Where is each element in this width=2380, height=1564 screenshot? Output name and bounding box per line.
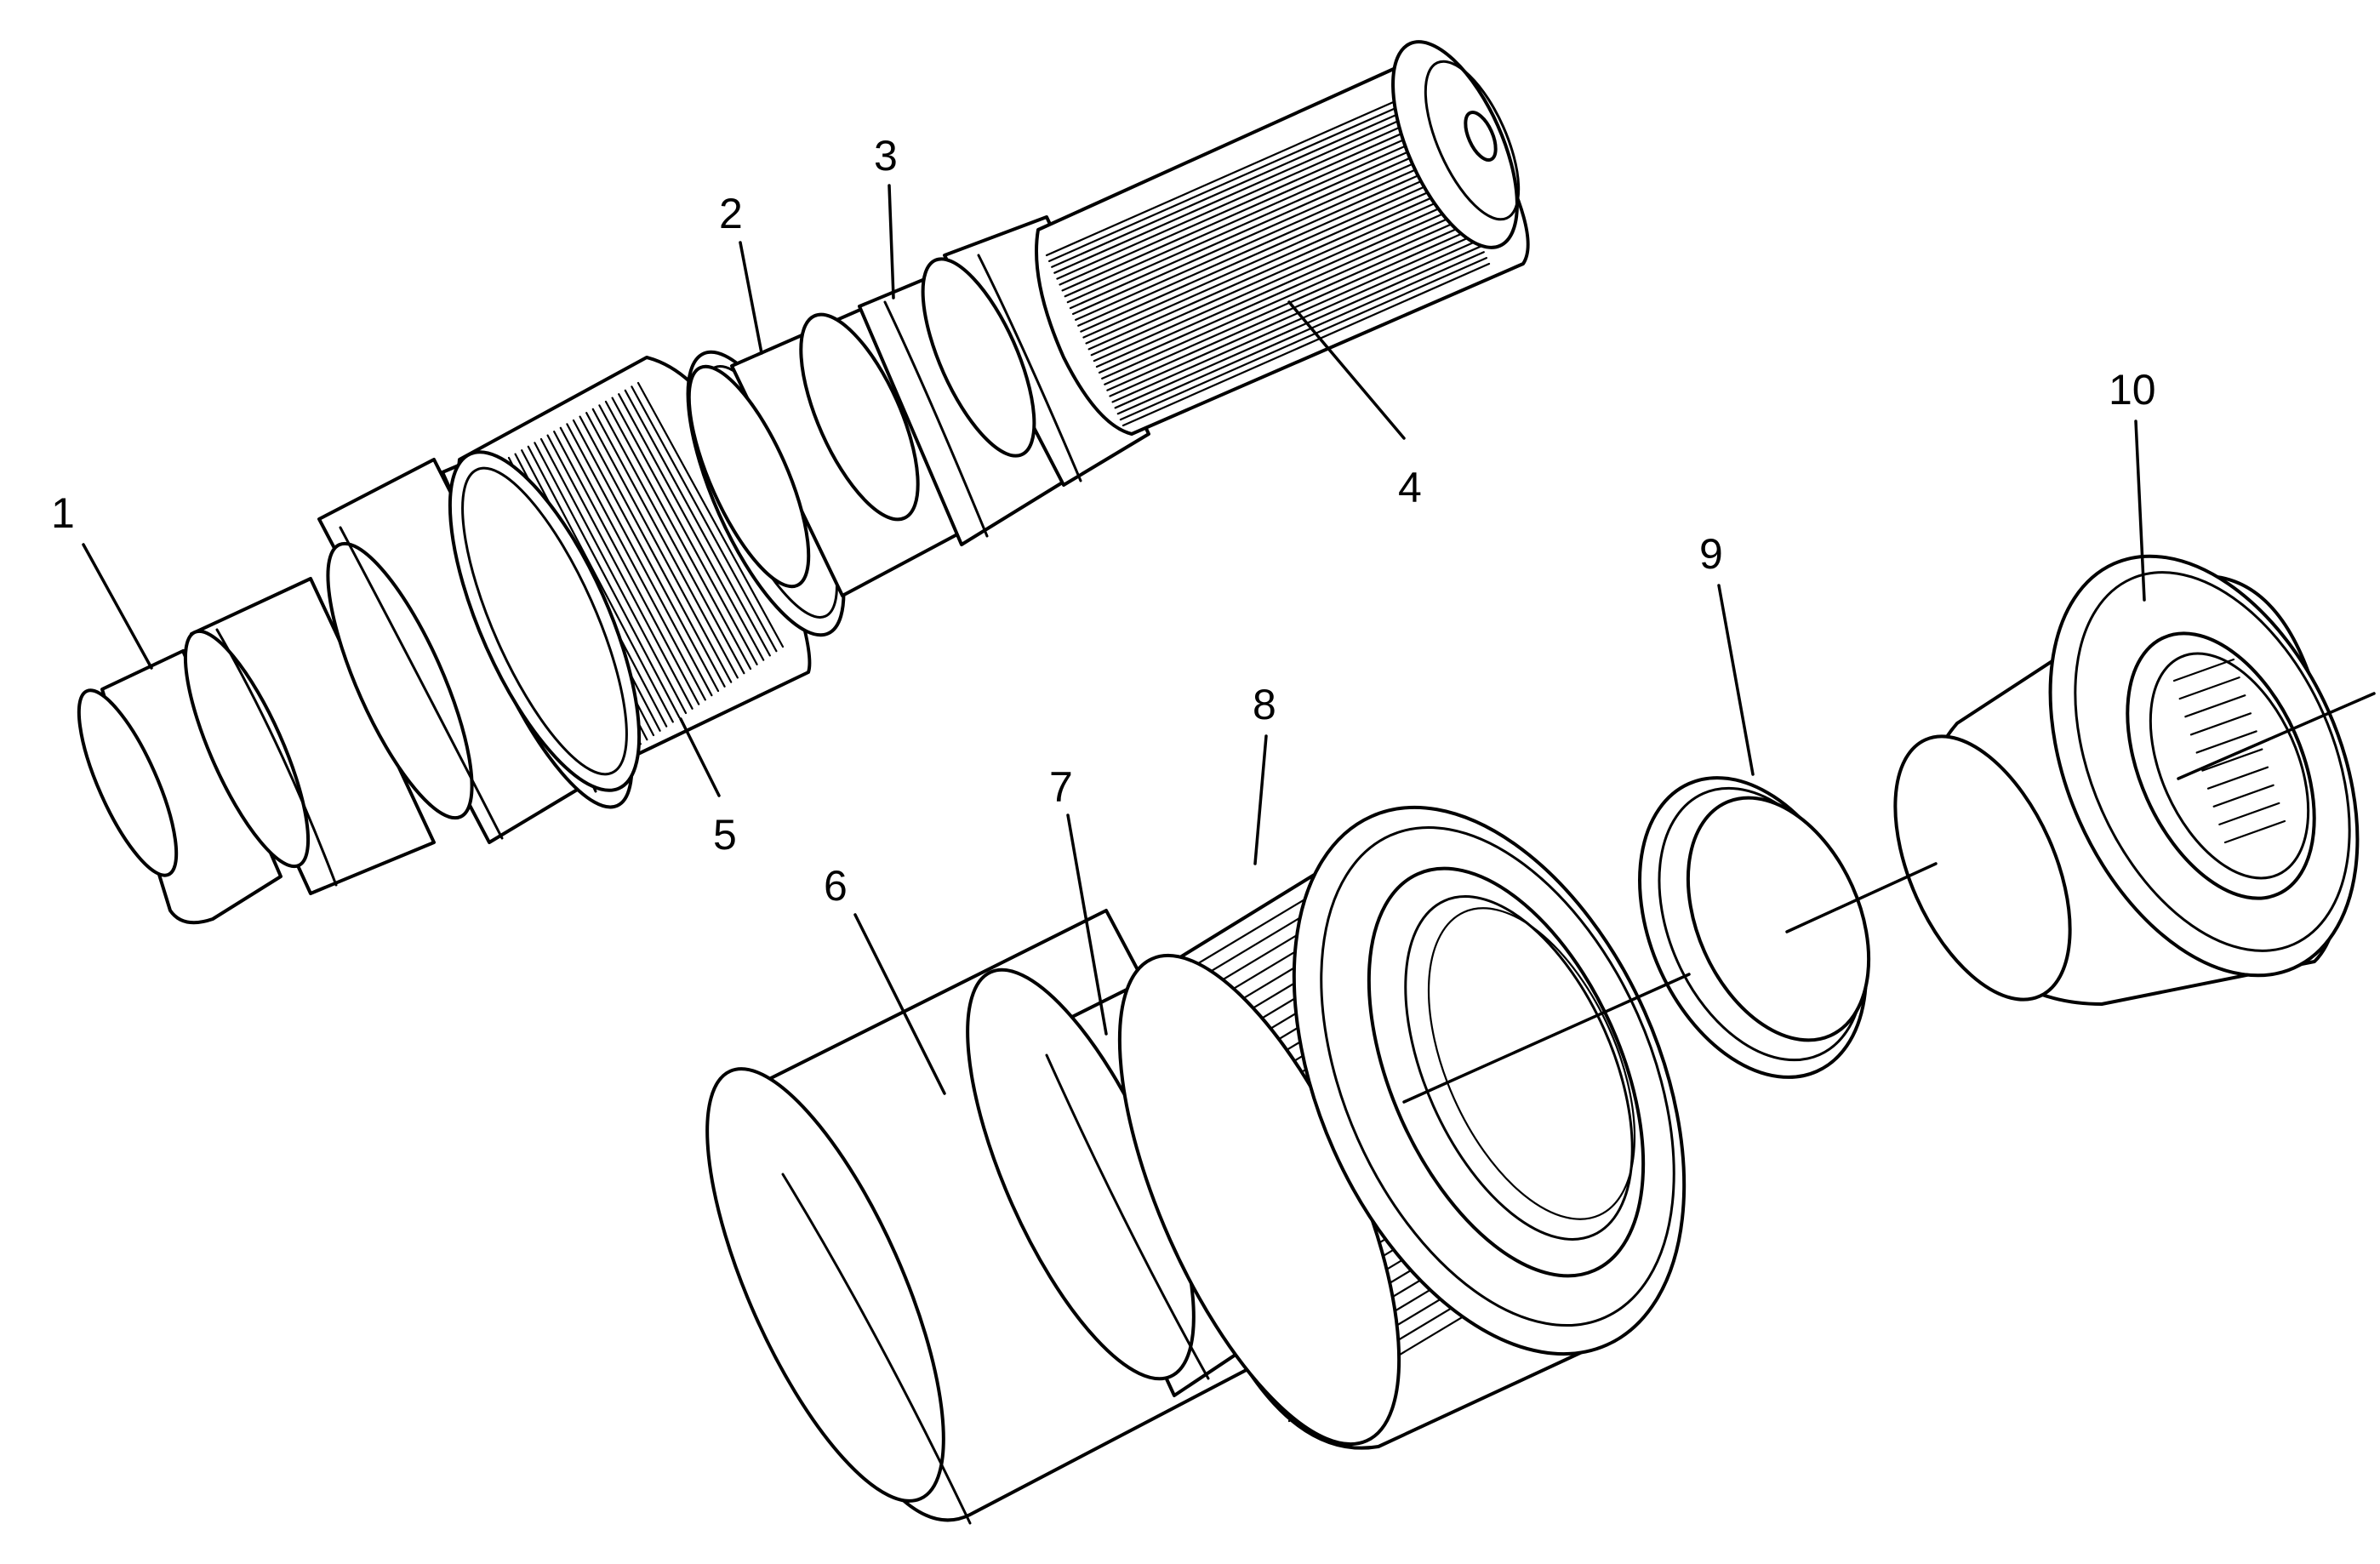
hub-spline-tooth bbox=[534, 442, 681, 719]
leader-3 bbox=[888, 184, 895, 300]
callout-8: 8 bbox=[1253, 681, 1276, 728]
cup-internal-spline bbox=[2218, 802, 2280, 825]
hub-spline-tooth bbox=[539, 437, 688, 715]
shaft-step-2 bbox=[317, 458, 597, 844]
hub-spline-tooth bbox=[598, 404, 745, 675]
leader-7 bbox=[1066, 813, 1108, 1036]
cup-internal-spline bbox=[2178, 676, 2240, 700]
output-spline-groove bbox=[1085, 180, 1453, 345]
hub-spline-tooth bbox=[527, 445, 674, 723]
cup-internal-spline bbox=[2212, 784, 2274, 808]
shaft-output-spline bbox=[1035, 40, 1530, 436]
output-shaft bbox=[77, 40, 1530, 925]
output-spline-groove bbox=[1077, 163, 1446, 327]
hub-spline-tooth bbox=[618, 393, 765, 661]
output-spline-groove bbox=[1051, 104, 1419, 268]
hub-spline-tooth bbox=[546, 434, 693, 710]
callout-7: 7 bbox=[1049, 763, 1073, 811]
output-spline-groove bbox=[1104, 221, 1472, 385]
output-spline-groove bbox=[1090, 192, 1458, 357]
output-spline-groove bbox=[1059, 122, 1427, 286]
output-spline-groove bbox=[1114, 245, 1482, 409]
hub-spline-tooth bbox=[572, 419, 720, 693]
hub-spline-tooth bbox=[566, 423, 713, 697]
output-spline-groove bbox=[1093, 198, 1461, 362]
output-spline-groove bbox=[1101, 215, 1470, 380]
callout-3: 3 bbox=[874, 132, 898, 180]
output-spline-groove bbox=[1066, 140, 1435, 304]
hub-spline-tooth bbox=[579, 415, 726, 688]
output-spline-groove bbox=[1056, 116, 1424, 280]
leader-10 bbox=[2134, 420, 2146, 602]
output-spline-groove bbox=[1098, 209, 1467, 374]
leader-6 bbox=[853, 913, 946, 1095]
hub-spline-tooth bbox=[604, 400, 752, 671]
hub-spline-tooth bbox=[591, 408, 739, 679]
output-spline-groove bbox=[1048, 98, 1417, 262]
leader-4 bbox=[1287, 300, 1406, 440]
hub-spline-tooth bbox=[624, 389, 771, 657]
bearing-cup bbox=[1893, 554, 2360, 1006]
output-spline-groove bbox=[1116, 251, 1485, 415]
callout-4: 4 bbox=[1398, 464, 1422, 511]
assembly-axis bbox=[1402, 692, 2376, 1104]
output-spline-groove bbox=[1109, 233, 1477, 397]
output-spline-groove bbox=[1119, 257, 1487, 421]
hub-spline-tooth bbox=[559, 426, 706, 701]
cup-internal-spline bbox=[2195, 730, 2257, 754]
cup-internal-spline bbox=[2189, 712, 2252, 736]
output-spline-groove bbox=[1061, 128, 1430, 292]
cup-internal-spline bbox=[2223, 819, 2286, 844]
output-spline-groove bbox=[1122, 262, 1491, 427]
output-spline-groove bbox=[1082, 174, 1451, 339]
output-spline-groove bbox=[1071, 151, 1441, 316]
callout-labels: 1 2 3 4 5 6 7 8 9 10 bbox=[51, 132, 2156, 910]
shaft-step-1 bbox=[183, 577, 436, 895]
output-spline-groove bbox=[1053, 110, 1422, 274]
cup-internal-spline bbox=[2184, 694, 2246, 718]
snap-ring bbox=[1638, 776, 1871, 1079]
callout-9: 9 bbox=[1699, 530, 1723, 578]
output-spline-groove bbox=[1106, 227, 1475, 391]
cup-internal-spline bbox=[2172, 658, 2235, 682]
leader-lines bbox=[82, 184, 2146, 1095]
callout-1: 1 bbox=[51, 489, 75, 537]
output-spline-groove bbox=[1045, 92, 1414, 257]
callout-5: 5 bbox=[713, 811, 737, 859]
callout-6: 6 bbox=[824, 862, 848, 910]
leader-9 bbox=[1717, 584, 1755, 776]
callout-2: 2 bbox=[719, 190, 743, 237]
leader-1 bbox=[82, 543, 153, 670]
leader-8 bbox=[1253, 734, 1268, 865]
output-spline-groove bbox=[1080, 168, 1448, 333]
cup-internal-spline bbox=[2206, 766, 2269, 790]
output-spline-groove bbox=[1095, 203, 1464, 368]
hub-spline-tooth bbox=[636, 381, 785, 648]
output-spline-groove bbox=[1087, 186, 1456, 351]
drive-gear-assembly bbox=[705, 805, 1687, 1525]
leader-2 bbox=[739, 241, 763, 355]
leader-5 bbox=[679, 717, 721, 797]
output-spline-groove bbox=[1111, 239, 1480, 403]
output-spline-groove bbox=[1075, 157, 1443, 321]
output-spline-groove bbox=[1064, 134, 1432, 298]
gear-front-face bbox=[1292, 805, 1687, 1356]
hub-spline-tooth bbox=[553, 431, 700, 705]
cup-internal-spline bbox=[2201, 748, 2263, 772]
output-spline-groove bbox=[1069, 145, 1438, 310]
hub-spline-tooth bbox=[631, 385, 778, 653]
shaft-shoulder bbox=[921, 215, 1150, 487]
callout-10: 10 bbox=[2109, 366, 2156, 414]
hub-spline-tooth bbox=[585, 412, 733, 683]
hub-spline-tooth bbox=[611, 397, 758, 665]
